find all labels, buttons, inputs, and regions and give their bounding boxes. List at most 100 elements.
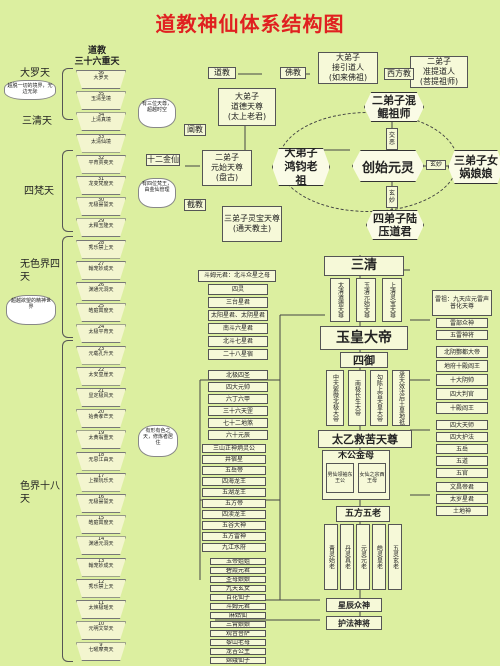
siyu-box: 四御 xyxy=(340,352,388,368)
tier-name: 太极平育天 xyxy=(88,329,114,336)
tier-name: 七曜摩夷天 xyxy=(88,647,114,654)
left-list-item: 斗姆元君 xyxy=(210,603,266,610)
jade-emperor-box: 玉皇大帝 xyxy=(320,326,408,350)
hufa-box: 护法神将 xyxy=(326,616,382,630)
left-list-item: 三十六天罡 xyxy=(208,406,268,416)
left-list-item: 四灵 xyxy=(208,284,268,295)
tier-number: 30 xyxy=(97,197,105,204)
tier-name: 元明文举天 xyxy=(88,626,114,633)
left-list-item: 百花仙子 xyxy=(210,594,266,601)
wufang-item: 五灵玄老 xyxy=(388,524,402,590)
left-list-1: 四灵三台星君太阳星君、太阴星君南斗六星君北斗七星君二十八星宿 xyxy=(208,284,268,360)
tier-number: 23 xyxy=(97,345,105,352)
left-list-item: 四渎龙王 xyxy=(202,510,266,519)
tier-name: 渊通元洞天 xyxy=(88,541,114,548)
kunpeng-node: 二弟子混鲲祖师 xyxy=(364,92,424,122)
tag-chanjiao: 阐教 xyxy=(184,124,206,136)
tier-number: 24 xyxy=(97,324,105,331)
right-list-item: 北阴酆都大帝 xyxy=(436,346,488,358)
note-cloud: 有形有色之天，修炼者居住 xyxy=(138,425,178,457)
tier-number: 35 xyxy=(97,91,105,98)
note-cloud: 超越欲望的精神世界 xyxy=(6,295,56,325)
siyu-item: 勾陈上宫天皇大帝 xyxy=(370,370,388,426)
tier-name: 秀乐禁上天 xyxy=(88,583,114,590)
left-list-item: 三山正神炳灵公 xyxy=(202,444,266,453)
tier-name: 皓庭霄度天 xyxy=(88,520,114,527)
mugong-box: 木公金母 男仙领袖东王公女仙之宗西王母 xyxy=(322,450,390,500)
left-list-item: 三霄娘娘 xyxy=(210,621,266,628)
xingchen-box: 星辰众神 xyxy=(326,598,382,612)
disciple-box: 二弟子 准提道人 (菩提祖师) xyxy=(410,56,468,88)
left-list-item: 四大元帅 xyxy=(208,382,268,392)
right-list-item: 五官 xyxy=(436,468,488,478)
note-cloud: 有四位梵王，由金仙管理 xyxy=(138,178,176,208)
tier-number: 9 xyxy=(99,642,103,649)
tier-number: 20 xyxy=(97,409,105,416)
left-list-item: 七十二地煞 xyxy=(208,418,268,428)
left-list-item: 五岳帝 xyxy=(202,466,266,475)
wufang-box: 五方五老 xyxy=(336,506,390,522)
tag-daojiao: 道教 xyxy=(208,67,236,79)
hongjun-node: 大弟子鸿钧老祖 xyxy=(272,148,330,186)
tier-number: 27 xyxy=(97,260,105,267)
right-list-item: 土地神 xyxy=(436,506,488,516)
left-list-item: 二十八星宿 xyxy=(208,349,268,360)
leizu-head: 雷祖：九天应元雷声普化天尊 xyxy=(432,290,492,316)
tier-name: 上清真境 xyxy=(90,117,111,124)
tier-number: 28 xyxy=(97,239,105,246)
left-list-item: 五方帝 xyxy=(202,499,266,508)
tier-name: 翰宠妙成天 xyxy=(88,562,114,569)
left-list-item: 五湖龙王 xyxy=(202,488,266,497)
heaven-group-label: 三清天 xyxy=(22,116,52,127)
wufang-item: 元灵元老 xyxy=(356,524,370,590)
left-list-item: 五方雷神 xyxy=(202,532,266,541)
tier-name: 无极昙誓天 xyxy=(88,499,114,505)
right-list-item: 文昌帝君 xyxy=(436,482,488,492)
right-list-item: 四大天师 xyxy=(436,420,488,430)
siyu-items: 中天紫微北极大帝南极长生大帝勾陈上宫天皇大帝承天效法后土皇地祇 xyxy=(326,370,410,426)
tier-name: 太焕极瑶天 xyxy=(88,605,114,611)
sanqing-item: 上清灵宝天尊 xyxy=(382,278,402,322)
heaven-group-label: 色界十八天 xyxy=(20,481,60,505)
tier-number: 21 xyxy=(97,388,105,394)
left-list-item: 黎山老母 xyxy=(210,639,266,646)
right-list-item: 五道 xyxy=(436,456,488,466)
bracket xyxy=(62,150,73,232)
tier-number: 15 xyxy=(97,515,105,522)
disciple-box: 二弟子 元始天尊 (盘古) xyxy=(202,150,252,186)
tier-number: 29 xyxy=(97,218,105,225)
heaven-group-label: 大罗天 xyxy=(20,68,50,79)
tier-number: 34 xyxy=(97,112,105,119)
tier-name: 太黄翁重天 xyxy=(88,435,114,442)
wufang-item: 丹灵真老 xyxy=(340,524,354,590)
left-list-item: 北极四圣 xyxy=(208,370,268,380)
sanqing-item: 玉清元始天尊 xyxy=(356,278,376,322)
left-list-item: 南斗六星君 xyxy=(208,323,268,334)
tier-number: 26 xyxy=(97,282,105,288)
note-cloud: 超脱一切的境界，无边无际 xyxy=(4,80,56,100)
heaven-group-label: 四梵天 xyxy=(24,186,54,197)
left-list-2: 北极四圣四大元帅六丁六甲三十六天罡七十二地煞六十元辰 xyxy=(208,370,268,440)
tag-fojiao: 佛教 xyxy=(280,67,306,79)
right-list-2: 北阴酆都大帝地府十殿阎王十大阴帅四大判官十殿阎王 xyxy=(436,346,488,414)
tier-name: 元载孔升天 xyxy=(88,350,114,357)
relation-label: 交恶 xyxy=(386,128,398,150)
disciple-box: 三弟子灵宝天尊 (通天教主) xyxy=(222,206,282,242)
right-list-item: 四大判官 xyxy=(436,388,488,400)
tier-number: 18 xyxy=(97,451,105,458)
tier-number: 11 xyxy=(97,600,105,606)
tier-name: 翰宠妙成天 xyxy=(88,265,114,272)
left-list-3: 三山正神炳灵公井宿星五岳帝四海龙王五湖龙王五方帝四渎龙王五谷大神五方雷神九江水府 xyxy=(202,444,266,552)
